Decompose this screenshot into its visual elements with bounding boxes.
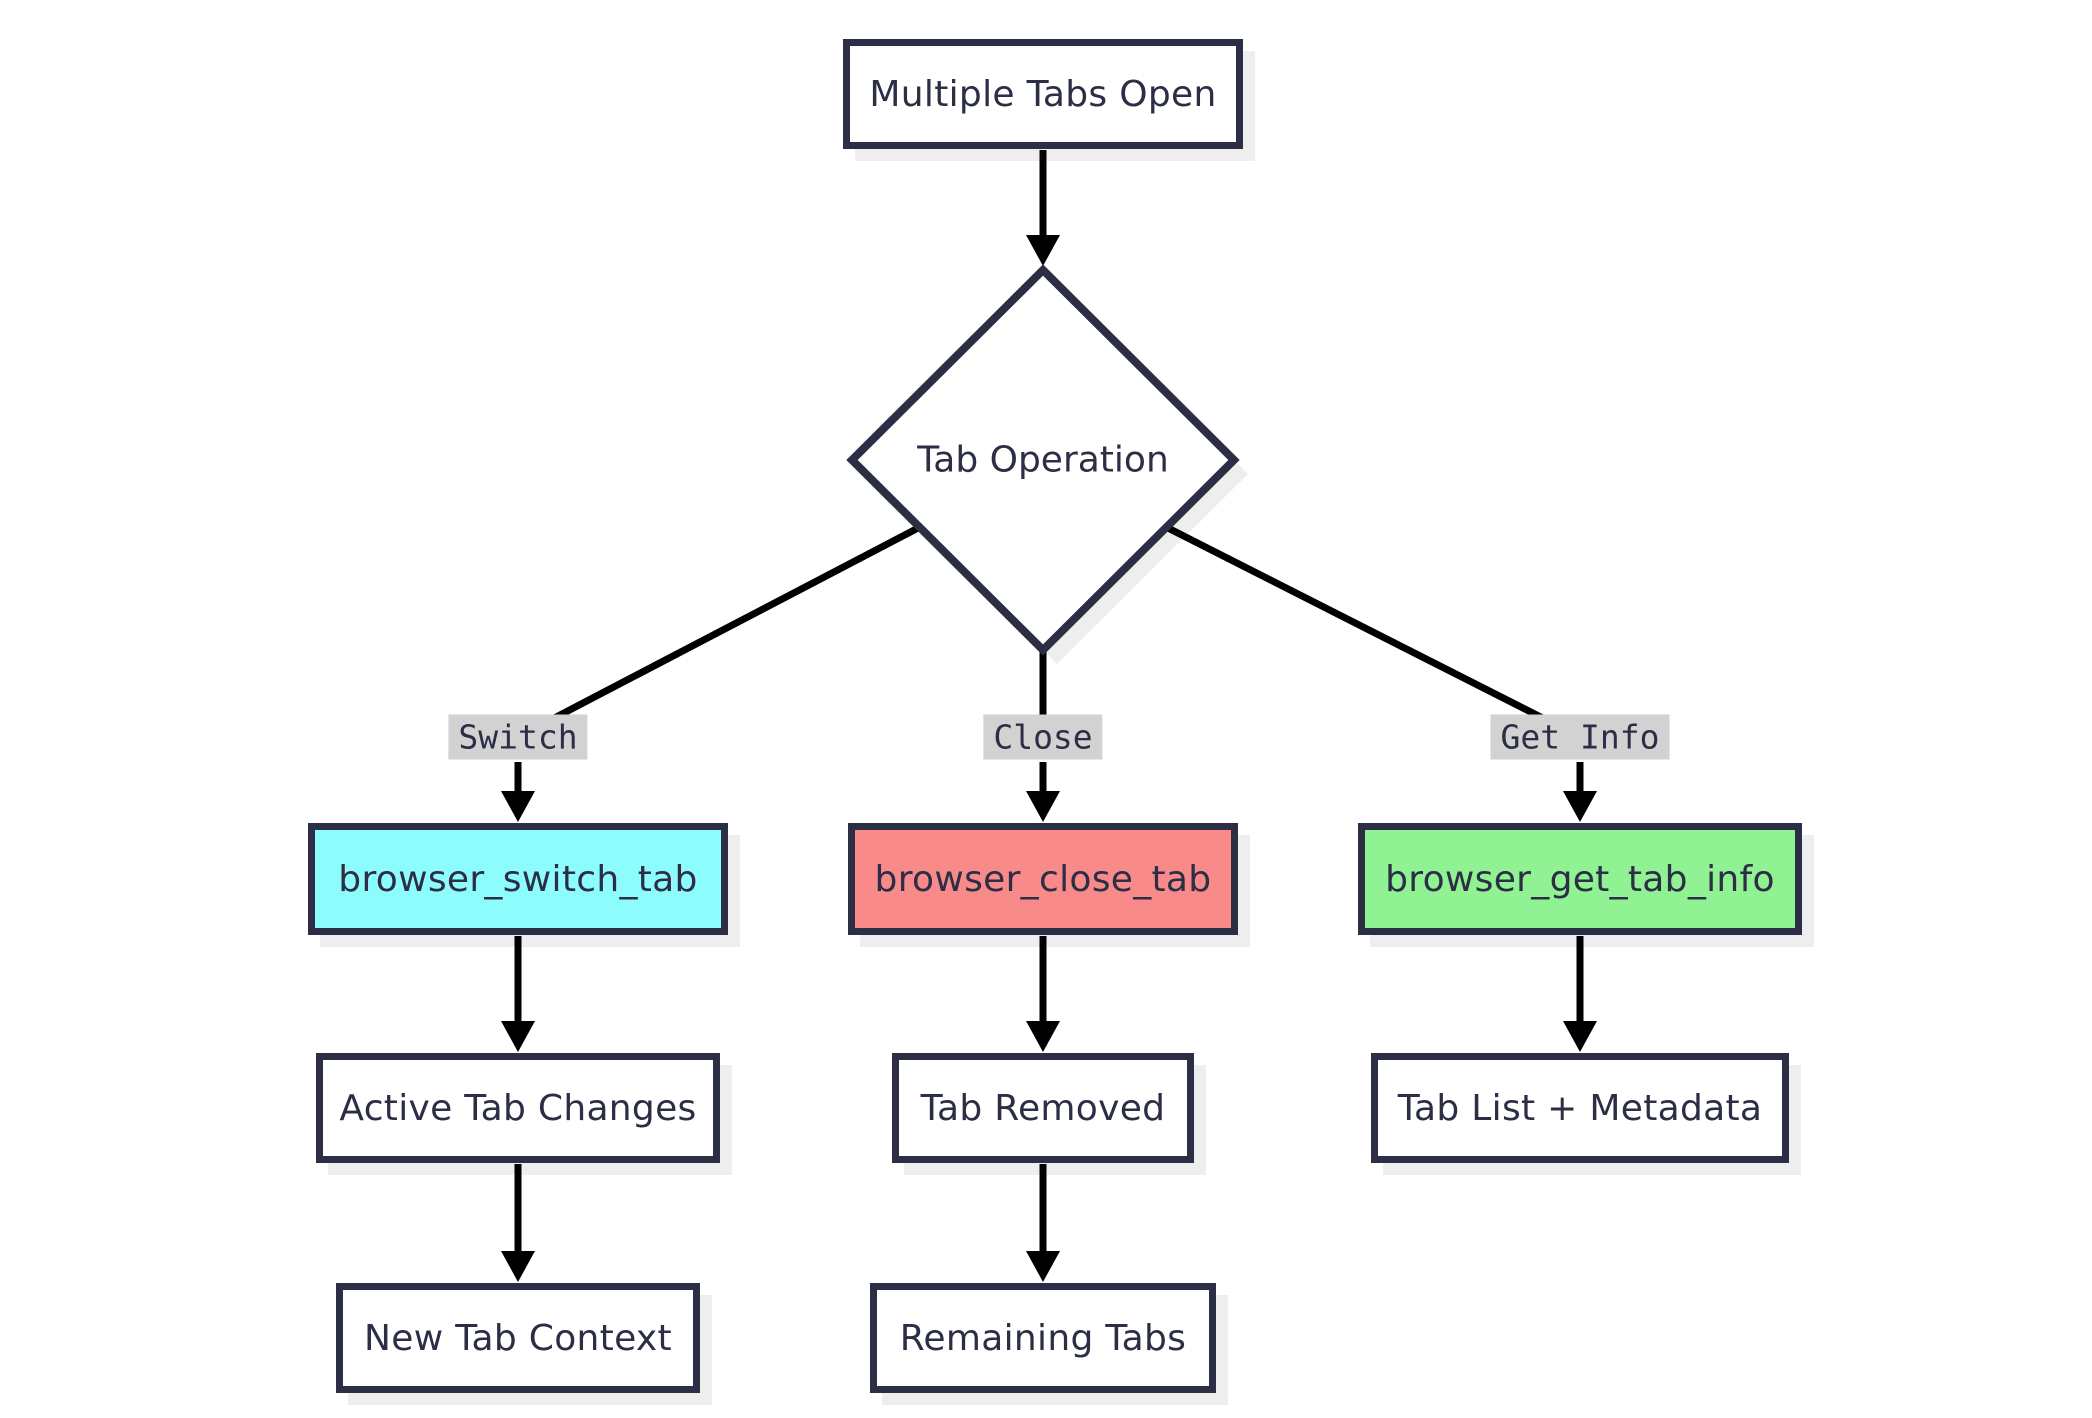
arrowhead [1026, 1251, 1060, 1282]
arrowhead [501, 791, 535, 822]
node-tab-list-metadata: Tab List + Metadata [1371, 1053, 1789, 1163]
arrowhead [1026, 1021, 1060, 1052]
node-tab-removed: Tab Removed [892, 1053, 1194, 1163]
node-label: browser_get_tab_info [1385, 858, 1775, 900]
node-label: Active Tab Changes [339, 1087, 697, 1129]
node-browser-close-tab: browser_close_tab [848, 823, 1238, 935]
node-tab-operation-label: Tab Operation [917, 439, 1169, 481]
edge-label-switch: Switch [448, 714, 588, 760]
node-multiple-tabs-open: Multiple Tabs Open [843, 39, 1243, 149]
node-label: browser_close_tab [874, 858, 1212, 900]
arrowhead [1026, 235, 1060, 266]
edge-decision-getinfo [1164, 523, 1582, 741]
node-label: Tab Removed [920, 1087, 1166, 1129]
arrowhead [1563, 791, 1597, 822]
arrowhead [1563, 1021, 1597, 1052]
arrowhead [501, 1021, 535, 1052]
edge-decision-switch [516, 523, 922, 741]
node-browser-switch-tab: browser_switch_tab [308, 823, 728, 935]
edge-label-get-info: Get Info [1490, 714, 1670, 760]
node-label: Remaining Tabs [899, 1317, 1187, 1359]
node-active-tab-changes: Active Tab Changes [316, 1053, 720, 1163]
node-tab-operation-diamond [846, 264, 1240, 656]
node-label: Multiple Tabs Open [869, 73, 1217, 115]
node-label: browser_switch_tab [338, 858, 698, 900]
node-new-tab-context: New Tab Context [336, 1283, 700, 1393]
arrowhead [501, 1251, 535, 1282]
arrowhead [1026, 791, 1060, 822]
node-label: New Tab Context [364, 1317, 672, 1359]
edges [501, 150, 1597, 1282]
node-remaining-tabs: Remaining Tabs [870, 1283, 1216, 1393]
node-label: Tab List + Metadata [1397, 1087, 1763, 1129]
node-browser-get-tab-info: browser_get_tab_info [1358, 823, 1802, 935]
edge-label-close: Close [983, 714, 1103, 760]
